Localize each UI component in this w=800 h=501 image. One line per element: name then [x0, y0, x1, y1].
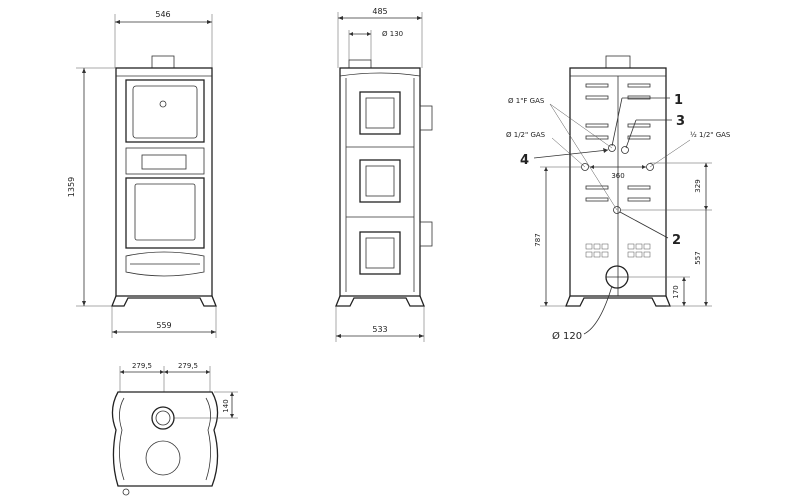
rear-height-557-label: 557	[694, 251, 702, 264]
front-width-base-label: 559	[156, 321, 171, 330]
rear-height-329-label: 329	[694, 179, 702, 192]
callout-1: 1	[674, 93, 683, 108]
callout-2: 2	[672, 233, 681, 248]
top-half-right-label: 279,5	[178, 362, 198, 370]
rear-span-360-label: 360	[611, 172, 624, 180]
top-offset-140-label: 140	[222, 399, 230, 412]
rear-gas-half-right-label: ½ 1/2" GAS	[690, 131, 731, 139]
front-height-label: 1359	[67, 177, 76, 197]
side-flue-diameter-label: Ø 130	[382, 30, 403, 38]
side-view: 485 Ø 130 533	[335, 7, 433, 342]
top-view: 279,5 279,5 140	[111, 362, 238, 496]
rear-gas-half-left-label: Ø 1/2" GAS	[506, 131, 546, 139]
rear-view: Ø 1"F GAS Ø 1/2" GAS ½ 1/2" GAS 1 3 4 2 …	[506, 55, 731, 342]
front-width-top-label: 546	[155, 10, 170, 19]
rear-height-787-label: 787	[534, 233, 542, 246]
rear-gas-1f-label: Ø 1"F GAS	[508, 97, 545, 105]
callout-3: 3	[676, 114, 685, 129]
side-depth-base-label: 533	[372, 325, 387, 334]
front-view: 546 1359 559	[67, 10, 217, 338]
side-depth-top-label: 485	[372, 7, 387, 16]
callout-4: 4	[520, 153, 529, 168]
rear-height-170-label: 170	[672, 285, 680, 298]
top-half-left-label: 279,5	[132, 362, 152, 370]
rear-outlet-diameter-label: Ø 120	[552, 330, 582, 342]
